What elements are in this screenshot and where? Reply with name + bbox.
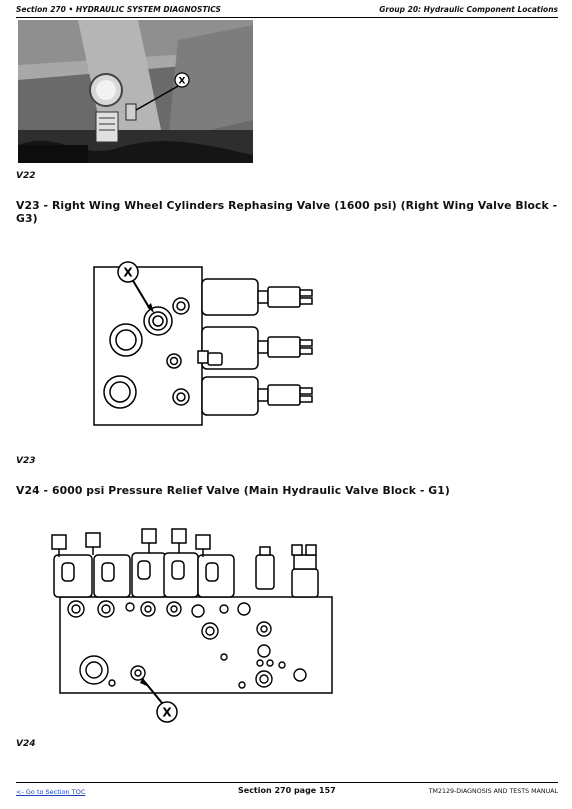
header-group: Group 20: Hydraulic Component Locations <box>379 5 558 14</box>
v24-title: V24 - 6000 psi Pressure Relief Valve (Ma… <box>16 484 450 497</box>
v22-caption: V22 <box>16 171 36 181</box>
v22-callout: X <box>179 77 186 87</box>
header-section: Section 270 • HYDRAULIC SYSTEM DIAGNOSTI… <box>16 5 221 14</box>
v23-callout: X <box>123 266 133 280</box>
v24-callout: X <box>162 706 172 720</box>
v23-caption: V23 <box>16 456 36 466</box>
page-footer: <- Go to Section TOC Section 270 page 15… <box>16 782 558 803</box>
page-number: Section 270 page 157 <box>238 786 336 795</box>
manual-title: TM2129-DIAGNOSIS AND TESTS MANUAL <box>428 788 558 795</box>
page-header: Section 270 • HYDRAULIC SYSTEM DIAGNOSTI… <box>16 3 558 18</box>
v23-title: V23 - Right Wing Wheel Cylinders Rephasi… <box>16 199 558 225</box>
go-to-section-toc-link[interactable]: <- Go to Section TOC <box>16 788 86 796</box>
v24-caption: V24 <box>16 739 36 749</box>
v24-diagram: X <box>48 525 338 729</box>
v22-photo: X <box>18 20 253 163</box>
v23-diagram: X <box>90 257 315 431</box>
